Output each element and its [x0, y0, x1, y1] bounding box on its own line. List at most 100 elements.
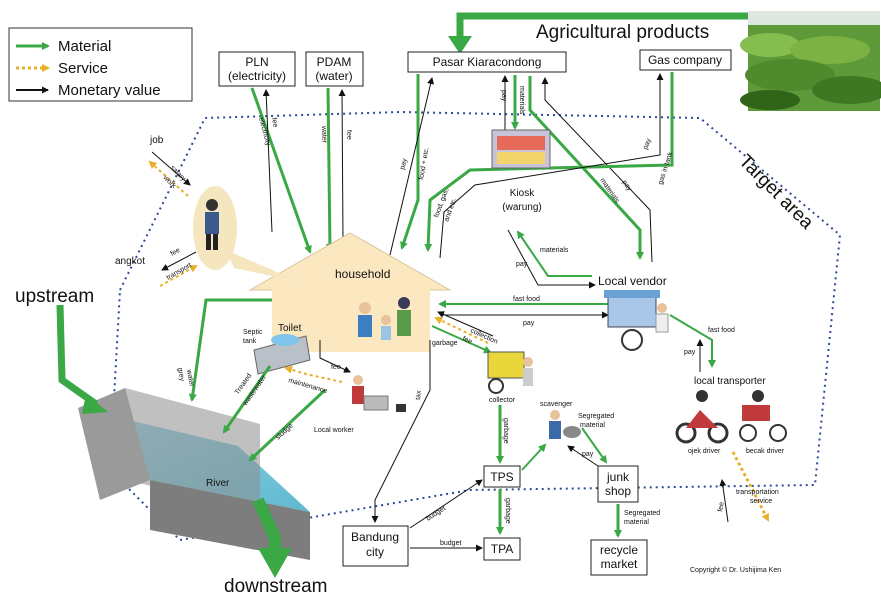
- flow-pay-food: pay: [399, 157, 409, 170]
- flow-grey-water-2: water: [185, 368, 195, 388]
- kiosk-icon: [491, 129, 551, 169]
- flow-garbage: garbage: [432, 340, 458, 347]
- tps-label: TPS: [490, 470, 513, 484]
- flow-segregated-1: Segregated: [578, 413, 614, 420]
- gas-company-label: Gas company: [648, 53, 722, 67]
- household-house: [248, 232, 452, 352]
- kiosk-sublabel: (warung): [502, 202, 541, 213]
- flow-gas-in-tank: gas in tank: [657, 151, 674, 186]
- flow-fee-worker: fee: [331, 364, 341, 371]
- flow-materials-vendor: materials: [598, 177, 620, 205]
- flow-fee-angkot: fee: [170, 247, 182, 258]
- tpa-box: [483, 537, 521, 561]
- recycle-market-sublabel: market: [601, 557, 638, 571]
- flow-electricity: electricity: [257, 117, 271, 147]
- septic-tank-icon: [253, 334, 311, 375]
- river-label: River: [206, 478, 230, 489]
- collector-cart-icon: [487, 351, 533, 394]
- pln-label: PLN: [245, 55, 268, 69]
- tps-box: [483, 465, 521, 488]
- legend-service: Service: [58, 60, 108, 77]
- family-icon: [358, 297, 411, 340]
- toilet-label: Toilet: [278, 323, 302, 334]
- legend: Material Service Monetary value: [8, 27, 193, 102]
- gas-company-box: [639, 49, 732, 71]
- pdam-label: PDAM: [317, 55, 352, 69]
- flow-pay-kiosk: pay: [516, 261, 528, 268]
- flow-work: work: [161, 174, 177, 190]
- flow-fast-food: fast food: [513, 296, 540, 303]
- agricultural-products-label: Agricultural products: [536, 22, 709, 43]
- river-channel: [78, 388, 310, 560]
- flow-budget-2: budget: [440, 540, 461, 547]
- flow-pay-gas: pay: [642, 137, 653, 150]
- copyright-label: Copyright © Dr. Ushijima Ken: [690, 566, 781, 574]
- angkot-label: angkot: [115, 256, 145, 267]
- becak-icon: [739, 390, 787, 442]
- flow-garbage-tpa: garbage: [504, 498, 511, 524]
- pln-sublabel: (electricity): [228, 69, 286, 83]
- flow-pay-fastfood: pay: [523, 320, 535, 327]
- flow-water: water: [320, 125, 328, 144]
- kiosk-label: Kiosk: [510, 188, 535, 199]
- local-worker-icon: [352, 375, 406, 412]
- flow-materials-pasar: materials: [518, 86, 525, 115]
- ojek-icon: [675, 390, 729, 444]
- flow-fast-food-transporter: fast food: [708, 327, 735, 334]
- flow-segregated-3: Segregated: [624, 510, 660, 517]
- legend-material: Material: [58, 38, 111, 55]
- junk-shop-label: junk: [606, 470, 630, 484]
- septic-tank-label: Septic: [243, 329, 263, 336]
- flow-grey-water-1: grey: [176, 367, 185, 382]
- flow-transportation: transportation: [736, 489, 779, 496]
- pln-box: [218, 51, 296, 87]
- recycle-market-box: [590, 539, 648, 576]
- flow-garbage-tps: garbage: [502, 418, 509, 444]
- agricultural-products-arrow: [456, 12, 760, 40]
- pasar-box: [407, 51, 567, 73]
- flow-materials-kiosk: materials: [540, 247, 569, 254]
- local-transporter-label: local transporter: [694, 376, 766, 387]
- tpa-label: TPA: [491, 542, 513, 556]
- bandung-city-sublabel: city: [366, 545, 384, 559]
- pdam-box: [305, 51, 364, 87]
- local-worker-label: Local worker: [314, 427, 354, 434]
- flow-sludge: sludge: [275, 422, 295, 441]
- ojek-driver-label: ojek driver: [688, 448, 721, 455]
- tea-field-photo: [740, 11, 881, 111]
- flow-collection: collection: [469, 327, 499, 345]
- flow-budget-1: budget: [425, 505, 447, 523]
- flow-food-etc: food + etc.: [418, 147, 431, 181]
- legend-monetary: Monetary value: [58, 82, 161, 99]
- flow-fee-pln: fee: [270, 117, 279, 128]
- job-label: job: [149, 135, 164, 146]
- flow-pay-transporter: pay: [684, 349, 696, 356]
- bandung-city-label: Bandung: [351, 530, 399, 544]
- flow-segregated-2: material: [580, 422, 605, 429]
- target-area-boundary: [108, 110, 842, 542]
- becak-driver-label: becak driver: [746, 448, 785, 455]
- scavenger-icon: [549, 410, 581, 439]
- flow-maintenance: maintenance: [287, 377, 328, 395]
- flow-pay-pasar: pay: [500, 90, 507, 102]
- flow-transport: transport: [166, 262, 193, 282]
- flow-pay-scavenger: pay: [582, 451, 594, 458]
- junk-shop-box: [597, 465, 639, 503]
- septic-tank-sublabel: tank: [243, 338, 257, 345]
- vendor-cart-icon: [604, 290, 669, 351]
- flow-segregated-4: material: [624, 519, 649, 526]
- junk-shop-sublabel: shop: [605, 484, 631, 498]
- local-vendor-label: Local vendor: [598, 274, 667, 288]
- bandung-city-box: [342, 525, 409, 567]
- recycle-market-label: recycle: [600, 543, 638, 557]
- flow-fee-pdam: fee: [345, 130, 352, 140]
- flow-tax: tax: [415, 390, 423, 400]
- commuter-icon: [205, 199, 219, 250]
- collector-label: collector: [489, 397, 516, 404]
- pdam-sublabel: (water): [315, 69, 352, 83]
- scavenger-label: scavenger: [540, 401, 573, 408]
- upstream-label: upstream: [15, 286, 94, 307]
- flow-fee-transport: fee: [717, 501, 726, 512]
